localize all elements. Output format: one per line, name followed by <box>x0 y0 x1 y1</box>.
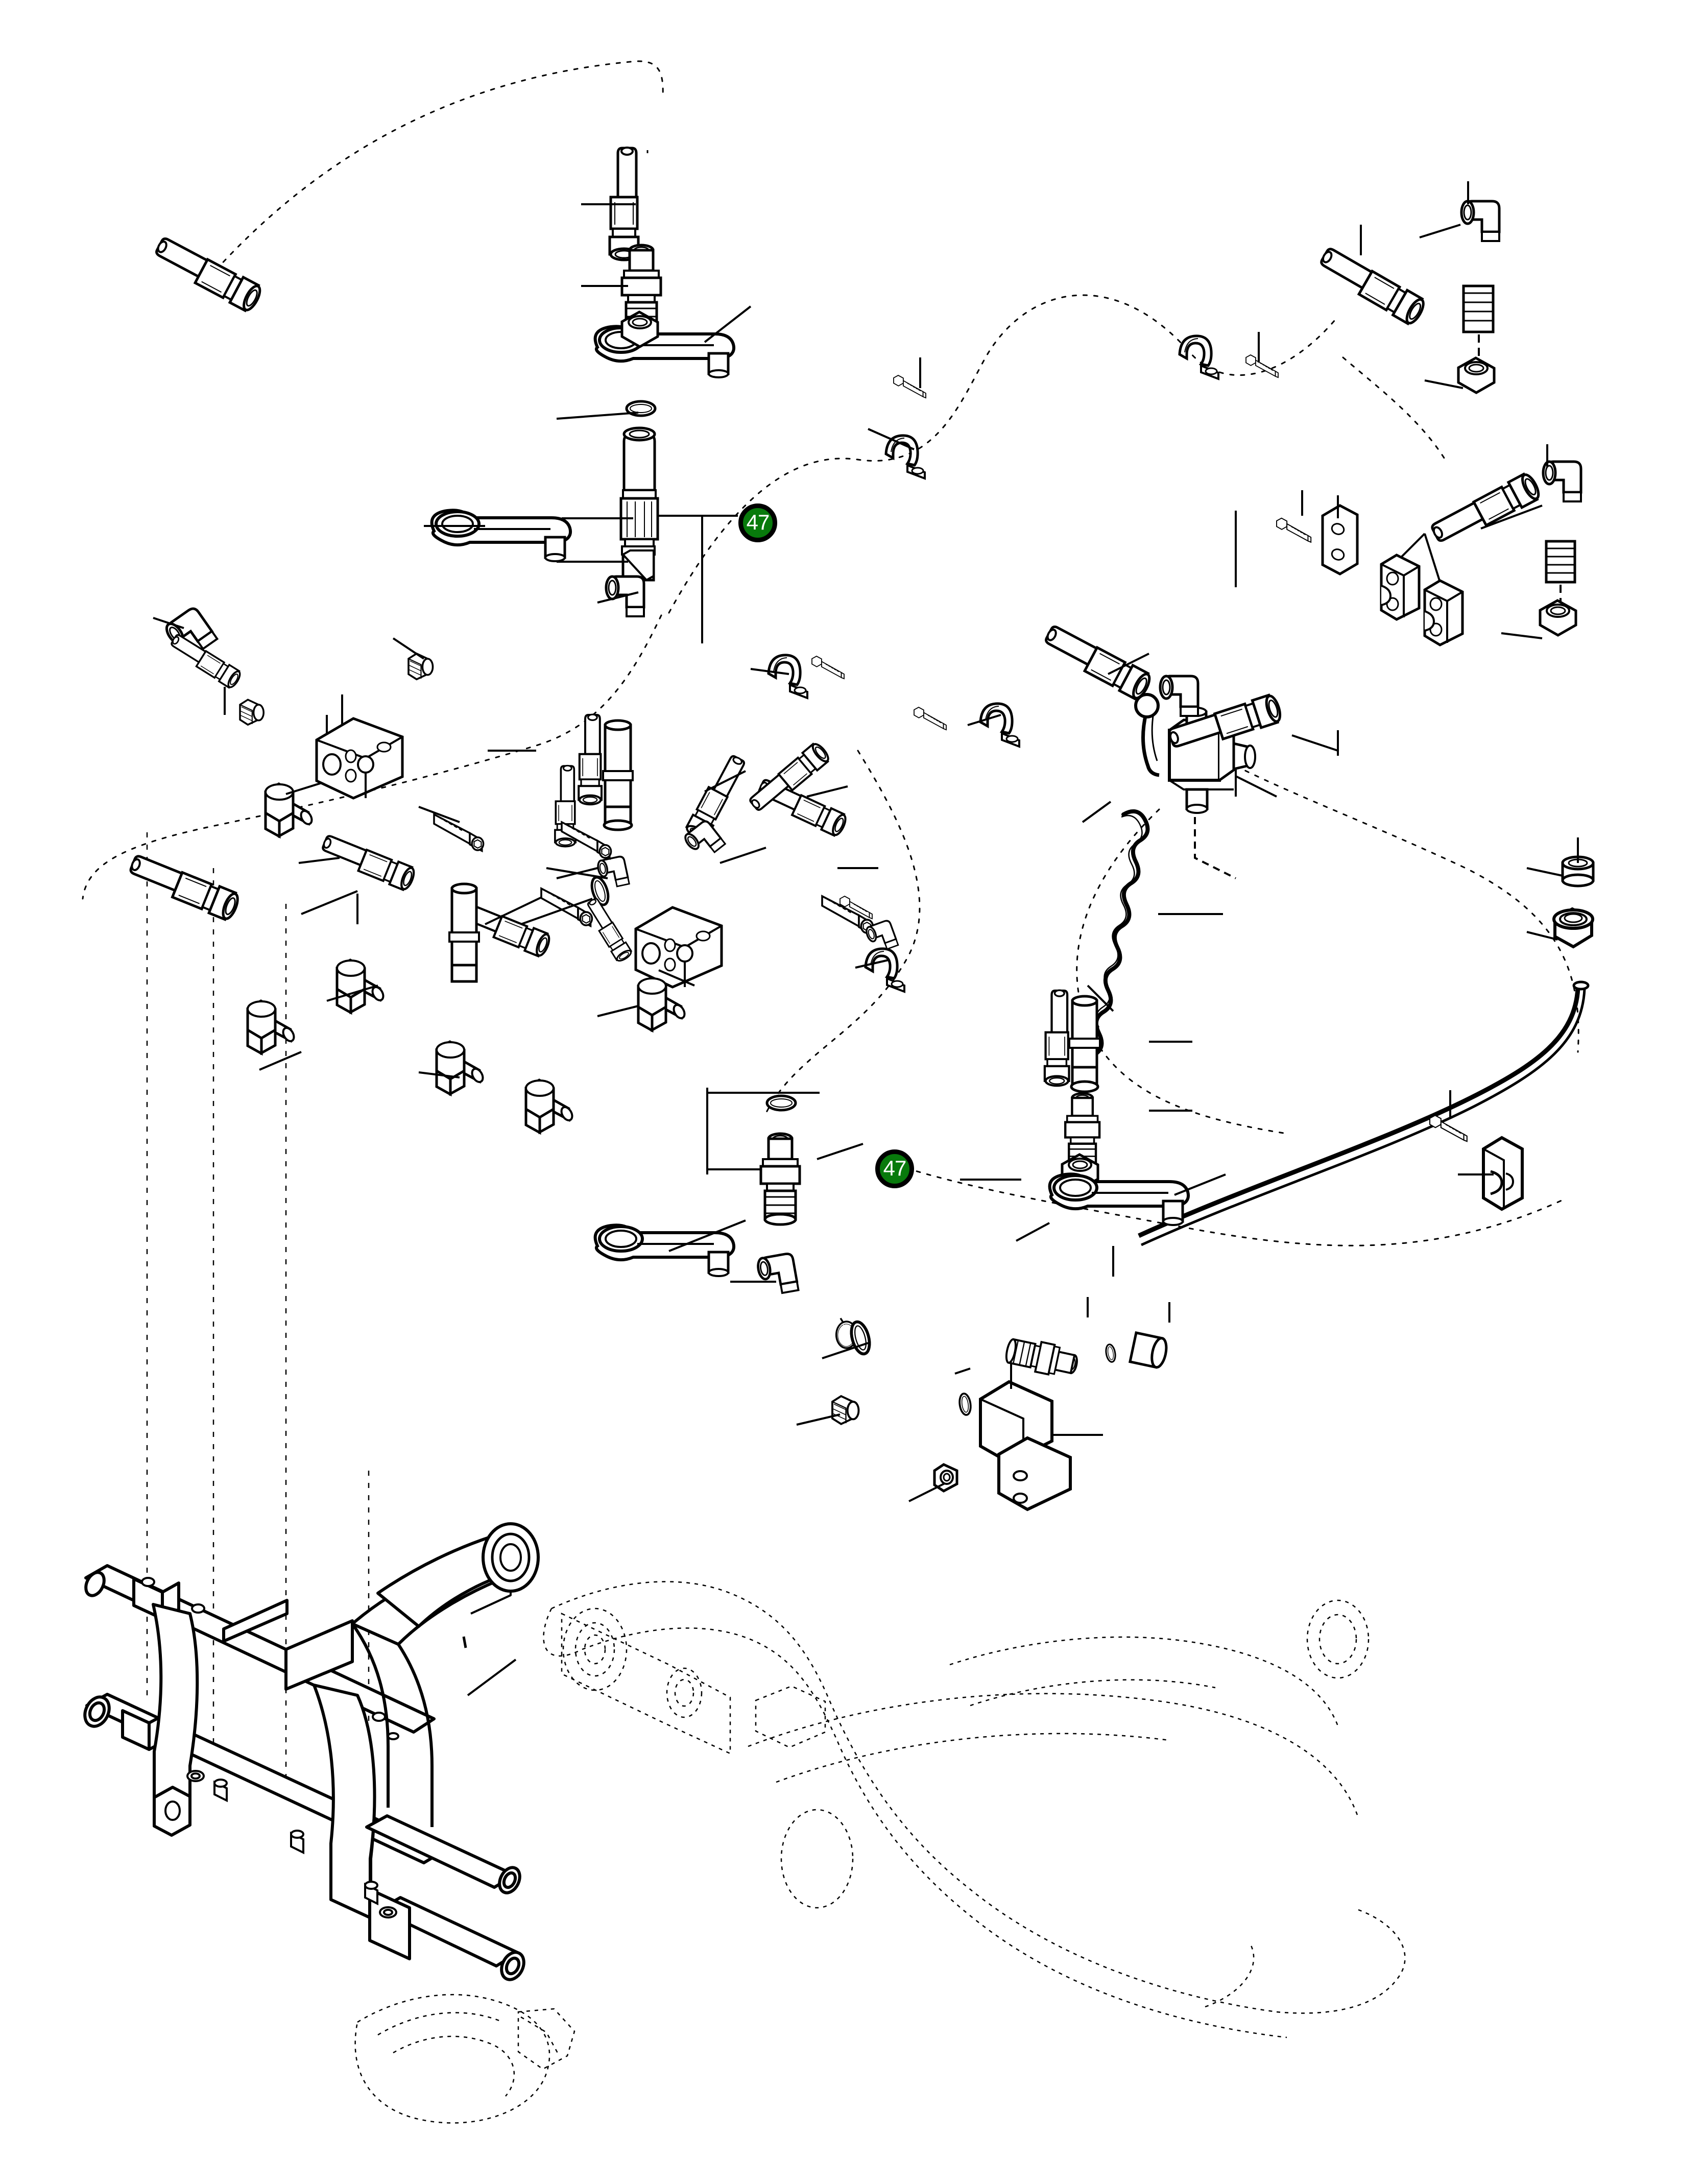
status-badge: 47 <box>875 1149 914 1188</box>
status-badge: 47 <box>738 503 777 542</box>
status-badge-label: 47 <box>746 510 770 534</box>
status-badge-label: 47 <box>883 1156 907 1180</box>
